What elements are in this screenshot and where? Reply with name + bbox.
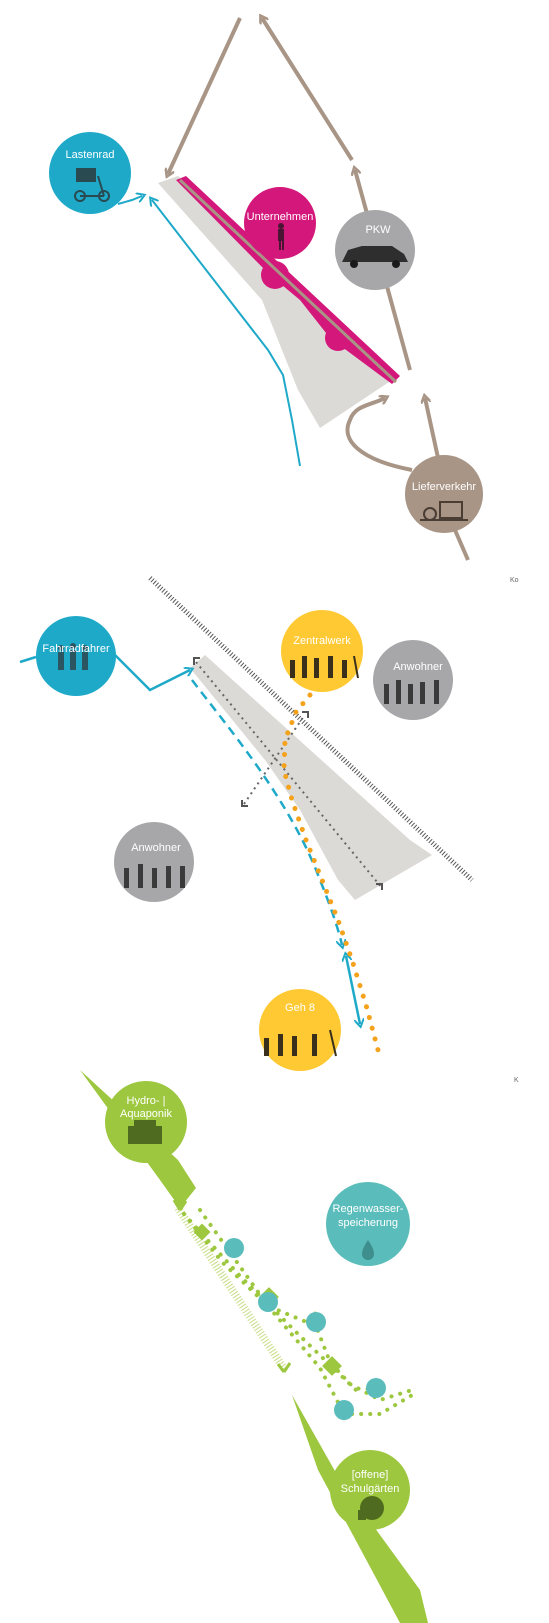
unternehmen-node[interactable]: Unternehmen bbox=[244, 187, 316, 259]
plant-icon bbox=[128, 1120, 162, 1144]
car-route-arrow-out bbox=[168, 17, 242, 174]
cargo-bike-route bbox=[152, 200, 301, 467]
anwohner-right-label: Anwohner bbox=[393, 661, 443, 673]
people-group-icon bbox=[384, 680, 439, 704]
zentralwerk-node[interactable]: Zentralwerk bbox=[281, 610, 363, 692]
bike-route-dashed bbox=[191, 679, 342, 945]
lieferverkehr-node[interactable]: Lieferverkehr bbox=[405, 455, 483, 533]
cyclists-icon bbox=[58, 643, 88, 670]
cargo-bike-link bbox=[117, 196, 142, 205]
people-group-icon bbox=[124, 864, 185, 888]
car-icon bbox=[342, 246, 408, 268]
panel-pedestrians: Fahrradfahrer Zentralwerk bbox=[19, 576, 519, 1084]
regenwasserspeicherung-node[interactable]: Regenwasser- speicherung bbox=[326, 1182, 410, 1266]
fahrradfahrer-node[interactable]: Fahrradfahrer bbox=[36, 616, 116, 696]
delivery-icon bbox=[420, 501, 468, 521]
geh8-node[interactable]: Geh 8 bbox=[259, 989, 341, 1071]
plant-icon bbox=[358, 1496, 384, 1520]
pedestrian-route-dotted bbox=[281, 692, 381, 1053]
side-mark-1: Ko bbox=[510, 577, 519, 584]
hydro-label-line1: Hydro- | bbox=[127, 1095, 166, 1107]
schul-label-line1: [offene] bbox=[352, 1469, 389, 1481]
panel-logistics: Lastenrad Unternehmen PKW bbox=[49, 18, 519, 584]
lastenrad-node[interactable]: Lastenrad bbox=[49, 132, 131, 214]
site-area-2 bbox=[190, 655, 432, 900]
fahrradfahrer-label: Fahrradfahrer bbox=[42, 643, 110, 655]
inner-footpath bbox=[195, 661, 383, 889]
schulgaerten-node[interactable]: [offene] Schulgärten bbox=[330, 1450, 410, 1530]
delivery-route-loop bbox=[345, 398, 413, 472]
geh8-label: Geh 8 bbox=[285, 1002, 315, 1014]
panel-green-infrastructure: Hydro- | Aquaponik Regenwasser- speicher… bbox=[80, 1070, 428, 1623]
regen-label-line1: Regenwasser- bbox=[333, 1203, 404, 1215]
lastenrad-label: Lastenrad bbox=[66, 149, 115, 161]
bike-route-link bbox=[111, 651, 190, 692]
site-area bbox=[158, 176, 398, 428]
lieferverkehr-label: Lieferverkehr bbox=[412, 481, 477, 493]
anwohner-left-node[interactable]: Anwohner bbox=[114, 822, 194, 902]
water-drop-icon bbox=[362, 1240, 374, 1260]
rainwater-storage-points bbox=[224, 1238, 386, 1420]
anwohner-left-label: Anwohner bbox=[131, 842, 181, 854]
geh8-link bbox=[346, 956, 360, 1024]
pkw-label: PKW bbox=[365, 224, 391, 236]
hydro-aquaponik-node[interactable]: Hydro- | Aquaponik bbox=[105, 1081, 187, 1163]
unternehmen-label: Unternehmen bbox=[247, 211, 314, 223]
person-icon bbox=[278, 223, 284, 250]
cargo-bike-icon bbox=[74, 168, 110, 202]
people-group-icon bbox=[264, 1029, 337, 1057]
side-mark-2: K bbox=[514, 1077, 519, 1084]
anwohner-right-node[interactable]: Anwohner bbox=[373, 640, 453, 720]
schul-label-line2: Schulgärten bbox=[341, 1483, 400, 1495]
zentralwerk-label: Zentralwerk bbox=[293, 635, 351, 647]
car-route-arrow-in bbox=[262, 18, 354, 162]
pkw-node[interactable]: PKW bbox=[335, 210, 415, 290]
people-group-icon bbox=[290, 655, 359, 679]
regen-label-line2: speicherung bbox=[338, 1217, 398, 1229]
hydro-label-line2: Aquaponik bbox=[120, 1108, 172, 1120]
